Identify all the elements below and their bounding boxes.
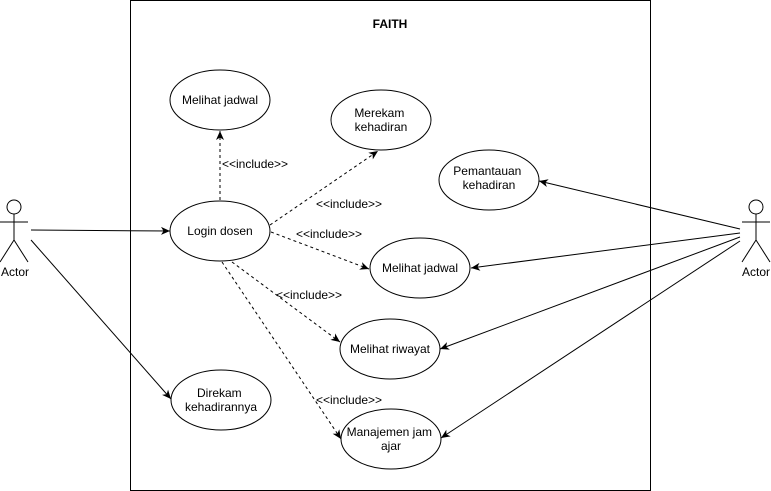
assoc-right-manajemen xyxy=(440,240,741,439)
usecase-login-dosen xyxy=(169,200,271,262)
system-title: FAITH xyxy=(373,17,408,31)
actor-left xyxy=(0,199,29,263)
usecase-pemantauan-kehadiran xyxy=(438,149,540,211)
assoc-left-direkam xyxy=(30,239,172,400)
include-label-jadwal-top: <<include>> xyxy=(222,157,288,171)
usecase-melihat-jadwal-top-label: Melihat jadwal xyxy=(182,93,258,107)
actor-right xyxy=(741,199,771,263)
usecase-melihat-riwayat xyxy=(339,318,441,380)
usecase-melihat-jadwal xyxy=(369,237,471,299)
include-label-riwayat: <<include>> xyxy=(276,288,342,302)
assoc-left-login xyxy=(30,226,171,235)
include-label-merekam: <<include>> xyxy=(316,197,382,211)
actor-left-label: Actor xyxy=(1,265,29,279)
usecase-manajemen-jam-ajar xyxy=(340,408,442,470)
usecase-direkam-kehadirannya-label: Direkam kehadirannya xyxy=(185,386,257,414)
usecase-melihat-jadwal-label: Melihat jadwal xyxy=(382,261,458,275)
usecase-manajemen-jam-ajar-label: Manajemen jam ajar xyxy=(347,425,436,453)
usecase-pemantauan-kehadiran-label: Pemantauan kehadiran xyxy=(453,164,524,192)
usecase-melihat-jadwal-top xyxy=(169,69,271,131)
include-riwayat-line xyxy=(231,261,341,343)
usecase-melihat-riwayat-label: Melihat riwayat xyxy=(350,342,431,356)
usecase-direkam-kehadirannya xyxy=(170,369,272,431)
usecase-merekam-kehadiran-label: Merekam kehadiran xyxy=(354,106,407,134)
assoc-right-pemantauan xyxy=(538,179,741,230)
assoc-right-melihat-jadwal xyxy=(470,232,741,271)
usecase-merekam-kehadiran xyxy=(330,89,432,151)
usecase-login-dosen-label: Login dosen xyxy=(187,224,252,238)
actor-right-label: Actor xyxy=(742,265,770,279)
include-merekam-line xyxy=(269,150,379,226)
assoc-right-melihat-riwayat xyxy=(439,236,741,350)
include-label-jadwal: <<include>> xyxy=(296,227,362,241)
include-label-manajemen: <<include>> xyxy=(316,393,382,407)
